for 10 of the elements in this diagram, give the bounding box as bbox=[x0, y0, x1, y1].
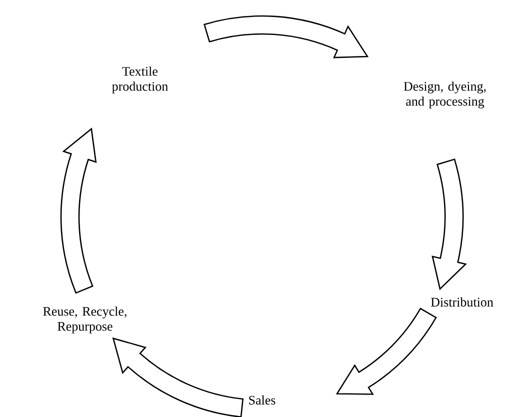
stage-label: Textile production bbox=[112, 66, 168, 94]
block-arrow bbox=[432, 158, 466, 290]
block-arrow bbox=[60, 128, 97, 294]
block-arrow bbox=[204, 15, 368, 58]
block-arrow bbox=[336, 308, 437, 395]
stage-label: Sales bbox=[249, 395, 276, 405]
stage-label: Design, dyeing, and processing bbox=[404, 82, 486, 108]
block-arrow bbox=[112, 338, 244, 417]
stage-label: Reuse, Recycle, Repurpose bbox=[43, 306, 126, 334]
stage-label: Distribution bbox=[430, 297, 494, 307]
